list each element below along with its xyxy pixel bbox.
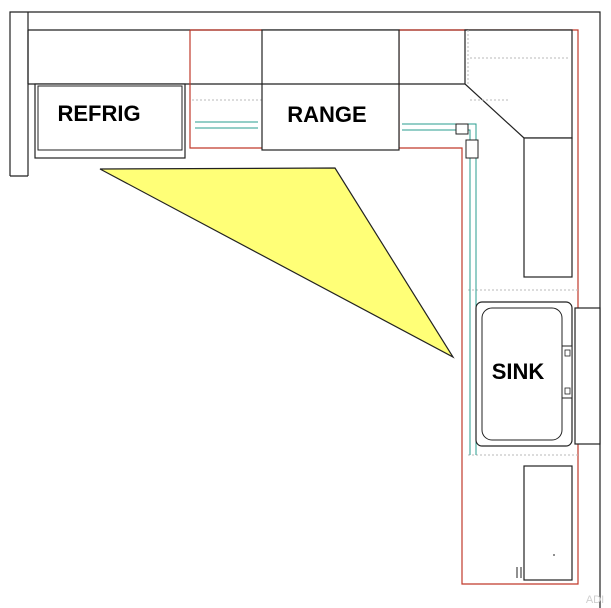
sink: SINK bbox=[475, 301, 573, 447]
work-triangle bbox=[99, 167, 455, 359]
refrigerator: REFRIG bbox=[34, 83, 186, 159]
refrigerator-label: REFRIG bbox=[57, 101, 140, 126]
cabinet-hardware-marks bbox=[516, 554, 555, 578]
sink-label: SINK bbox=[492, 359, 545, 384]
right-cabinets bbox=[464, 29, 601, 581]
range-label: RANGE bbox=[287, 102, 366, 127]
range: RANGE bbox=[261, 29, 400, 151]
pipe-fittings bbox=[455, 123, 479, 159]
watermark-text: ADI bbox=[586, 594, 604, 606]
